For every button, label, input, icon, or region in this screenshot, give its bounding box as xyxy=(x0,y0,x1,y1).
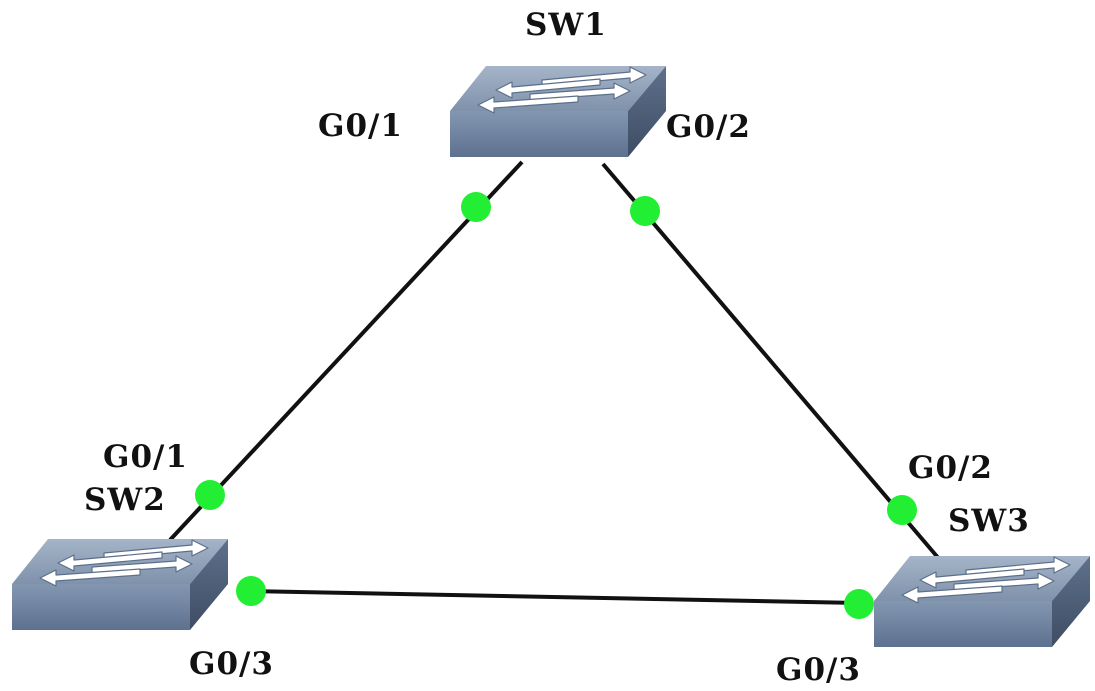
sw3-label: SW3 xyxy=(948,503,1030,539)
sw3-port-g02-label: G0/2 xyxy=(908,450,993,486)
sw2-port-g01-label: G0/1 xyxy=(103,439,188,475)
port-dot-sw3-g02 xyxy=(887,495,917,525)
link-sw2-sw3 xyxy=(249,589,861,605)
sw2-port-g03-label: G0/3 xyxy=(189,646,274,682)
sw3-switch-icon[interactable] xyxy=(873,555,1091,648)
link-sw1-sw3 xyxy=(601,162,942,562)
sw1-port-g02-label: G0/2 xyxy=(666,109,751,145)
sw1-switch-icon[interactable] xyxy=(449,65,667,158)
port-dot-sw2-g03 xyxy=(236,576,266,606)
port-dot-sw2-g01 xyxy=(195,480,225,510)
sw2-switch-icon[interactable] xyxy=(11,538,229,631)
sw2-label: SW2 xyxy=(84,482,166,518)
port-status-layer xyxy=(195,192,917,619)
port-dot-sw1-g01 xyxy=(461,192,491,222)
sw1-label: SW1 xyxy=(525,7,607,43)
port-dot-sw3-g03 xyxy=(844,589,874,619)
sw3-port-g03-label: G0/3 xyxy=(776,652,861,688)
link-sw1-sw2 xyxy=(168,160,524,542)
sw1-port-g01-label: G0/1 xyxy=(318,108,403,144)
port-dot-sw1-g02 xyxy=(630,196,660,226)
links-layer xyxy=(168,160,942,605)
